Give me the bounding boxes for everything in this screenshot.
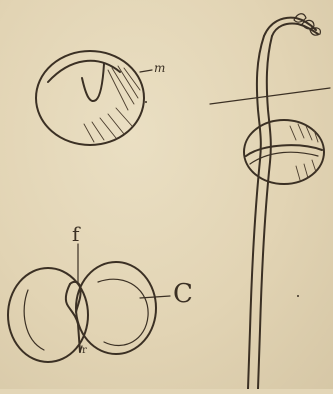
seedling-figure <box>210 14 330 389</box>
label-stalk: f <box>72 224 79 244</box>
plate-specks <box>145 101 299 297</box>
label-seed-coat: m <box>154 62 164 74</box>
seed-shading <box>84 66 140 142</box>
soil-line <box>210 88 330 104</box>
label-cotyledon: C <box>173 281 193 307</box>
seedling-stem-left <box>248 36 264 389</box>
whole-seed-figure <box>36 51 152 145</box>
label-radicle: r <box>82 346 87 356</box>
seed-hilum <box>82 64 104 101</box>
right-cotyledon-inner <box>98 279 148 345</box>
split-seed-figure <box>8 244 170 362</box>
left-cotyledon-inner <box>24 290 44 350</box>
seedling-stem-right <box>258 36 272 389</box>
leader-m <box>140 70 152 72</box>
seed-outline <box>36 51 144 145</box>
